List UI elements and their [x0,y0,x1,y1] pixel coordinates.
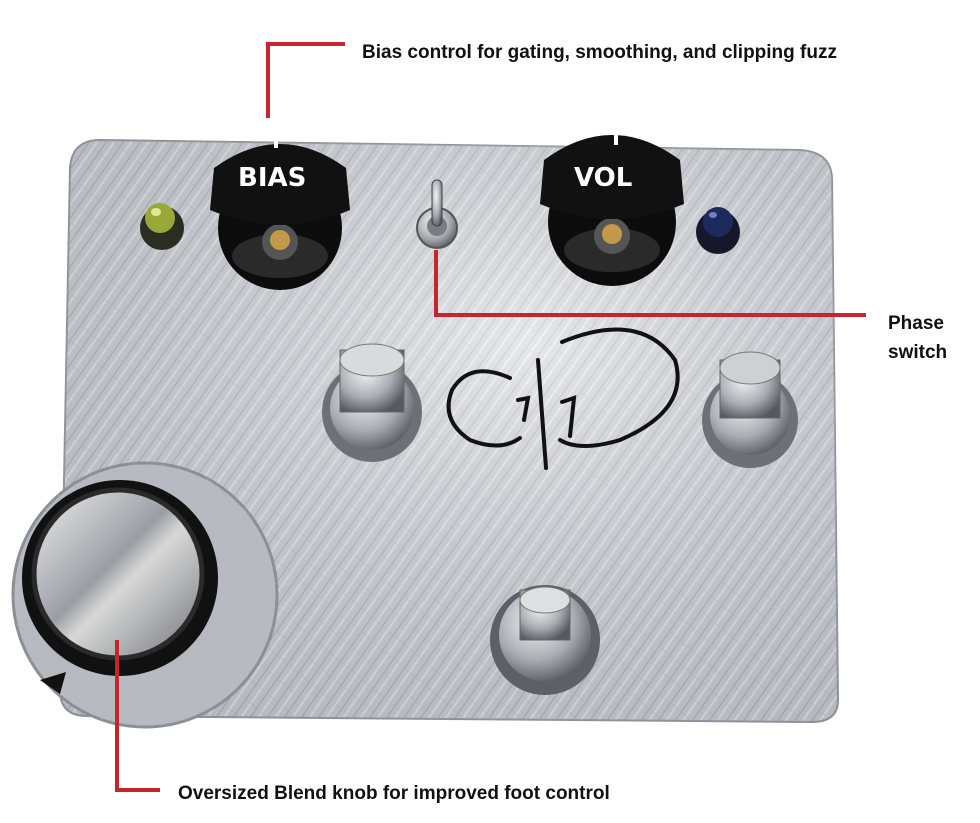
blend-callout-label: Oversized Blend knob for improved foot c… [178,783,610,804]
footswitch-right[interactable] [702,351,798,468]
volume-knob-label: VOL [574,163,632,193]
bias-knob[interactable]: BIAS [210,118,350,290]
bias-callout-label: Bias control for gating, smoothing, and … [362,42,837,63]
bias-knob-label: BIAS [238,163,306,193]
footswitch-left[interactable] [322,343,422,462]
footswitch-bottom[interactable] [490,585,600,695]
blend-knob[interactable] [11,461,279,729]
blend-callout-line [115,640,160,792]
volume-knob[interactable]: VOL [540,112,684,286]
cp-logo [446,327,680,470]
led-blue [696,207,740,254]
phase-callout-line [434,250,866,317]
phase-callout-label-line1: Phase [888,313,944,334]
callout-lines [115,42,866,792]
phase-callout-label-line2: switch [888,342,947,363]
bias-callout-line [266,42,345,118]
led-green [140,203,184,250]
phase-switch[interactable] [416,179,458,249]
